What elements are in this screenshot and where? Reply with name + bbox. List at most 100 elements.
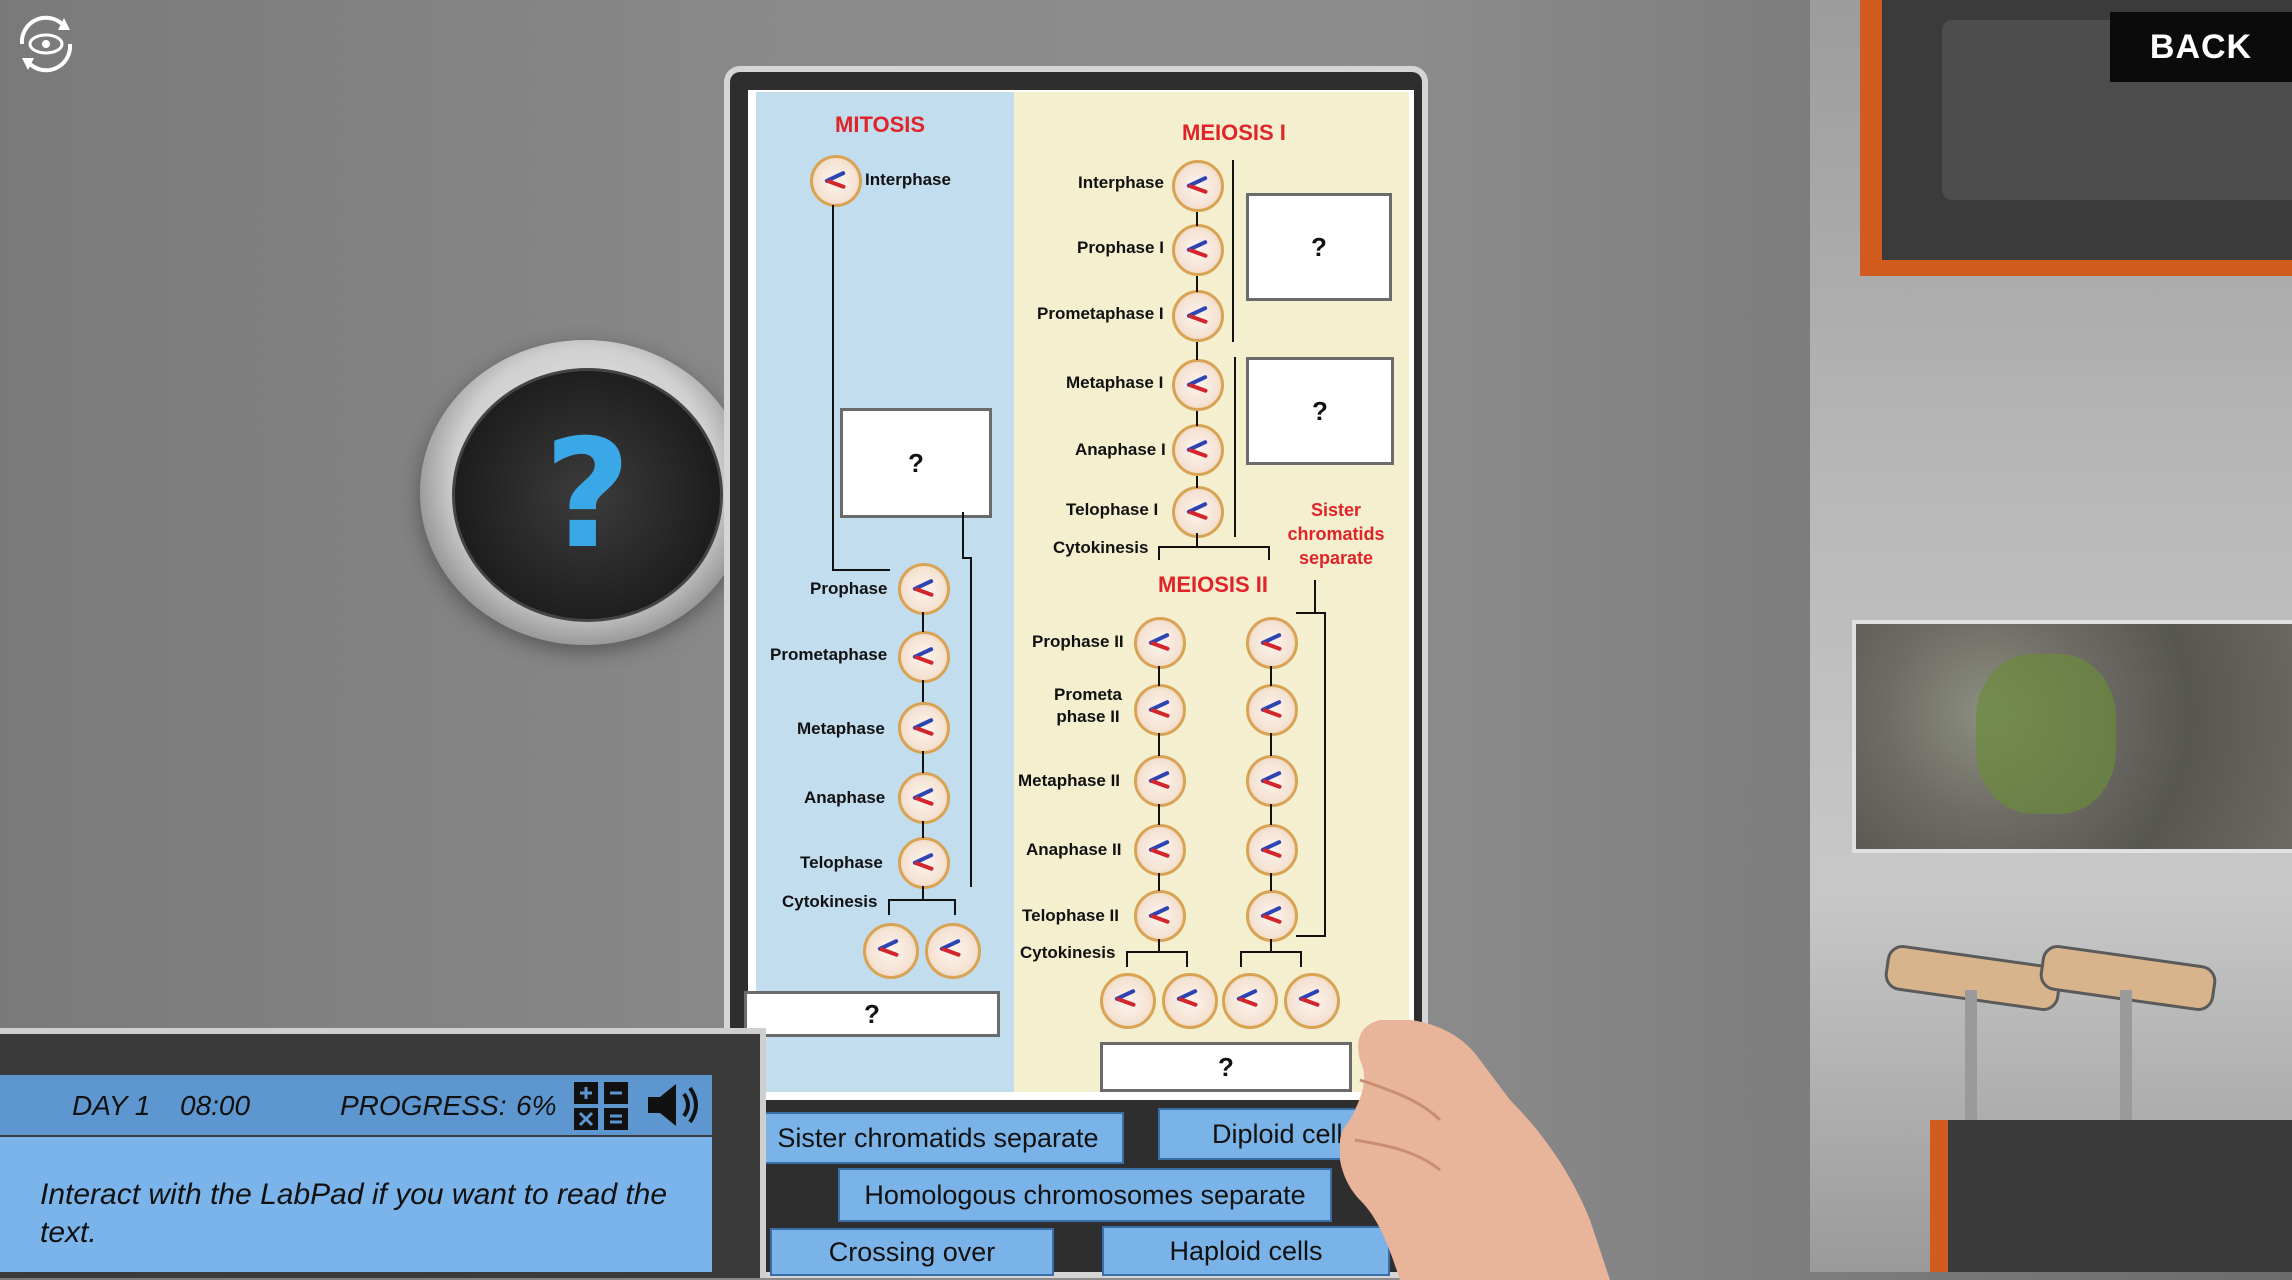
flow-line bbox=[1196, 411, 1198, 426]
flow-line bbox=[1158, 804, 1160, 825]
mitosis-cytokinesis-label: Cytokinesis bbox=[782, 892, 878, 911]
meiosis1-cytokinesis-label: Cytokinesis bbox=[1053, 538, 1149, 557]
bracket-line bbox=[1296, 935, 1326, 937]
bracket-line bbox=[1296, 612, 1326, 614]
flow-line bbox=[1196, 212, 1198, 226]
time-label: 08:00 bbox=[180, 1090, 251, 1121]
meiosis1-stage-label: Prophase I bbox=[1077, 238, 1164, 257]
meiosis2-stage-label: Anaphase II bbox=[1026, 840, 1122, 859]
outside-window bbox=[1852, 620, 2292, 853]
cell-icon bbox=[1134, 824, 1186, 876]
hud-message-area bbox=[0, 1137, 712, 1272]
flow-line bbox=[922, 680, 924, 702]
cell-icon bbox=[898, 563, 950, 615]
help-orb-button[interactable]: ? bbox=[420, 340, 750, 645]
flow-line bbox=[922, 821, 924, 838]
flow-line bbox=[1126, 951, 1128, 967]
cell-icon bbox=[898, 772, 950, 824]
meiosis1-stage-label: Anaphase I bbox=[1075, 440, 1166, 459]
cell-icon bbox=[1134, 890, 1186, 942]
answer-chip[interactable]: Homologous chromosomes separate bbox=[838, 1168, 1332, 1222]
flow-line bbox=[1270, 666, 1272, 686]
meiosis1-answer-box-mid[interactable]: ? bbox=[1246, 357, 1394, 465]
day-label: DAY 1 bbox=[72, 1090, 151, 1121]
flow-line bbox=[1196, 342, 1198, 360]
flow-line bbox=[1186, 951, 1188, 967]
flow-line bbox=[1196, 476, 1198, 488]
mitosis-answer-box[interactable]: ? bbox=[840, 408, 992, 518]
meiosis2-title: MEIOSIS II bbox=[1158, 572, 1269, 597]
flow-line bbox=[1270, 939, 1272, 952]
cell-icon bbox=[1134, 617, 1186, 669]
flow-line bbox=[1268, 546, 1270, 560]
mitosis-title: MITOSIS bbox=[835, 112, 926, 137]
answer-chip[interactable]: Crossing over bbox=[770, 1228, 1054, 1276]
cell-icon bbox=[1246, 684, 1298, 736]
bracket-line bbox=[1324, 612, 1326, 936]
cell-icon bbox=[1172, 486, 1224, 538]
flow-line bbox=[954, 899, 956, 915]
mitosis-stage-label: Telophase bbox=[800, 853, 883, 872]
cell-icon bbox=[1172, 359, 1224, 411]
meiosis-result-box[interactable]: ? bbox=[1100, 1042, 1352, 1092]
help-orb-core: ? bbox=[452, 368, 723, 622]
flow-line bbox=[962, 512, 964, 557]
meiosis2-stage-label: Prometa phase II bbox=[1053, 685, 1123, 726]
flow-line bbox=[888, 899, 890, 915]
mitosis-stage-label: Anaphase bbox=[804, 788, 886, 807]
cell-icon bbox=[1162, 973, 1218, 1029]
answer-chip[interactable]: Sister chromatids separate bbox=[752, 1112, 1124, 1164]
question-mark-icon: ? bbox=[543, 408, 631, 582]
flow-line bbox=[922, 751, 924, 773]
meiosis1-stage-label: Telophase I bbox=[1066, 500, 1159, 519]
cell-icon bbox=[1172, 160, 1224, 212]
flow-line bbox=[962, 557, 972, 559]
meiosis-note: Sister chromatids separate bbox=[1287, 500, 1385, 568]
cell-icon bbox=[1246, 617, 1298, 669]
stool-1-leg bbox=[1965, 990, 1977, 1140]
bracket-line bbox=[1232, 160, 1234, 342]
flow-line bbox=[1158, 666, 1160, 686]
mitosis-stage-label: Prophase bbox=[810, 579, 888, 598]
flow-line bbox=[922, 886, 924, 900]
meiosis2-stage-label: Metaphase II bbox=[1018, 771, 1121, 790]
rotate-view-icon[interactable] bbox=[12, 10, 80, 78]
meiosis1-answer-box-top[interactable]: ? bbox=[1246, 193, 1392, 301]
meiosis2-stage-label: Prophase II bbox=[1032, 632, 1124, 651]
cell-icon bbox=[925, 923, 981, 979]
bracket-line bbox=[1234, 357, 1236, 537]
flow-line bbox=[1300, 951, 1302, 967]
progress-value: 6% bbox=[516, 1090, 557, 1121]
meiosis2-stage-label: Telophase II bbox=[1022, 906, 1119, 925]
mitosis-result-box[interactable]: ? bbox=[744, 991, 1000, 1037]
flow-line bbox=[832, 205, 834, 570]
bracket-line bbox=[970, 557, 972, 887]
answer-chip[interactable]: Haploid cells bbox=[1102, 1226, 1390, 1276]
hud-message: Interact with the LabPad if you want to … bbox=[40, 1178, 668, 1249]
flow-line bbox=[1126, 951, 1188, 953]
flow-line bbox=[1158, 873, 1160, 891]
speaker-icon[interactable] bbox=[644, 1080, 704, 1130]
cell-icon bbox=[1172, 424, 1224, 476]
player-hand bbox=[1340, 1020, 1610, 1280]
flow-line bbox=[832, 569, 890, 571]
cell-icon bbox=[898, 702, 950, 754]
back-button[interactable]: BACK bbox=[2110, 12, 2292, 82]
stool-2-leg bbox=[2120, 990, 2132, 1140]
cell-icon bbox=[1246, 890, 1298, 942]
cell-icon bbox=[1246, 755, 1298, 807]
floor-strip bbox=[1930, 1120, 2292, 1272]
meiosis1-stage-label: Metaphase I bbox=[1066, 373, 1164, 392]
meiosis1-stage-label: Interphase bbox=[1078, 173, 1164, 192]
flow-line bbox=[1270, 733, 1272, 756]
calculator-icon[interactable] bbox=[572, 1080, 630, 1132]
mitosis-stage-label: Prometaphase bbox=[770, 645, 888, 664]
cell-icon bbox=[898, 837, 950, 889]
cell-icon bbox=[1100, 973, 1156, 1029]
bracket-line bbox=[1314, 580, 1316, 612]
cell-icon bbox=[898, 631, 950, 683]
flow-line bbox=[888, 899, 956, 901]
cell-icon bbox=[810, 155, 862, 207]
cell-icon bbox=[863, 923, 919, 979]
flow-line bbox=[1240, 951, 1242, 967]
